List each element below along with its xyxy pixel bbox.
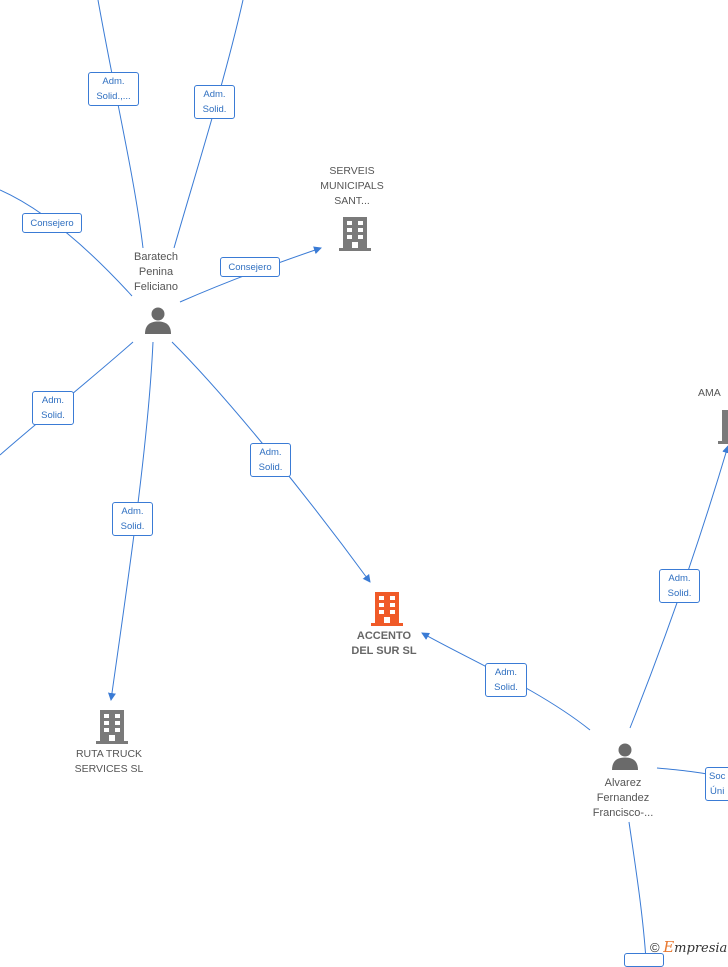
edge-alvarez-bottom [628, 821, 647, 960]
edge-label-adm-solid[interactable]: Adm. Solid. [659, 569, 700, 603]
building-icon[interactable] [718, 408, 728, 444]
brand-initial: E [663, 938, 675, 956]
edge-label-adm-solid[interactable]: Adm. Solid. [250, 443, 291, 477]
building-icon[interactable] [96, 708, 128, 744]
copyright-symbol: © [650, 940, 660, 955]
person-icon[interactable] [143, 305, 173, 335]
edge-label-adm-solid[interactable]: Adm. Solid.,... [88, 72, 139, 106]
edge-label-soc-unico[interactable]: Soc Úni [705, 767, 728, 801]
edge-baratech-top-left [97, 0, 144, 249]
building-icon[interactable] [339, 215, 371, 251]
node-label-ama: AMA [698, 387, 721, 399]
brand-name: mpresia [674, 941, 728, 956]
edge-label-consejero[interactable]: Consejero [22, 213, 82, 233]
building-icon[interactable] [371, 590, 403, 626]
node-label-serveis: SERVEIS MUNICIPALS SANT... [320, 165, 384, 207]
edge-label-adm-solid[interactable]: Adm. Solid. [32, 391, 74, 425]
edge-label-adm-solid[interactable]: Adm. Solid. [112, 502, 153, 536]
edge-label-consejero[interactable]: Consejero [220, 257, 280, 277]
node-label-accento: ACCENTO DEL SUR SL [351, 630, 417, 657]
edge-label-adm-solid[interactable]: Adm. Solid. [194, 85, 235, 119]
edge-baratech-left-consejero [0, 189, 133, 297]
empresia-watermark: © Empresia [650, 938, 727, 956]
node-label-alvarez: Alvarez Fernandez Francisco-... [592, 777, 654, 819]
edge-baratech-top-right [173, 0, 244, 249]
person-icon[interactable] [610, 741, 640, 771]
node-label-ruta: RUTA TRUCK SERVICES SL [74, 748, 144, 775]
node-label-baratech: Baratech Penina Feliciano [133, 251, 179, 293]
edge-label-adm-solid[interactable]: Adm. Solid. [485, 663, 527, 697]
